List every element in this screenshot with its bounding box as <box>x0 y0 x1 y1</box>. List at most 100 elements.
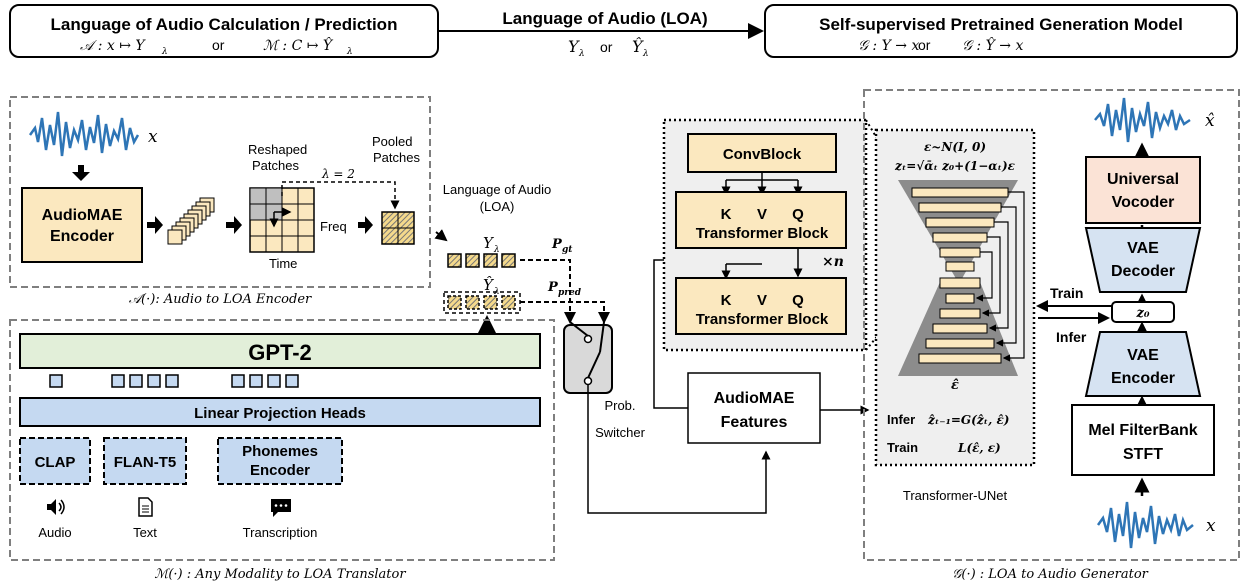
speaker-icon <box>47 499 65 515</box>
audiomae-features-box <box>687 372 821 444</box>
gpt2-box <box>19 333 541 369</box>
universal-vocoder-box <box>1085 156 1201 224</box>
right-arrow-icon <box>358 216 373 234</box>
stacked-patches-icon <box>167 197 215 245</box>
header-middle-formula-a-sub: λ <box>578 49 585 59</box>
pooling-dashed-arrow <box>281 181 400 210</box>
loa-yhat-tokens <box>443 291 521 314</box>
switcher-line1: Prob. <box>604 398 635 413</box>
vae-dec-line2: Decoder <box>1111 263 1175 280</box>
unet-train-eq: L(ε̂, ε) <box>957 441 1001 455</box>
header-left-formula-b: ℳ : C ↦ Ŷ <box>263 36 334 54</box>
generator-panel: x̂ Universal Vocoder VAE Decoder z₀ Trai… <box>863 89 1240 582</box>
header-right-formula-b: 𝒢 : Ŷ → x <box>962 36 1023 54</box>
clap-box <box>19 437 91 485</box>
unet-caption: Transformer-UNet <box>903 488 1008 503</box>
right-arrow-icon <box>226 216 242 234</box>
tb1-q: Q <box>792 206 804 223</box>
loa-y-tokens <box>447 253 516 268</box>
vocoder-line2: Vocoder <box>1112 194 1175 211</box>
unet-shape <box>898 180 1025 376</box>
reshaped-patches-grid <box>249 187 315 253</box>
unet-eps-hat: ε̂ <box>951 378 959 393</box>
times-n-label: ×n <box>822 254 844 270</box>
features-line2: Features <box>721 414 788 431</box>
audiomae-encoder-box <box>21 187 143 263</box>
gen-infer-label: Infer <box>1056 329 1087 345</box>
gpt2-label: GPT-2 <box>248 340 312 365</box>
speech-bubble-icon <box>271 499 291 517</box>
mel-line1: Mel FilterBank <box>1088 422 1197 439</box>
header-left-title: Language of Audio Calculation / Predicti… <box>51 15 398 34</box>
header-left-formula-b-sub: λ <box>346 47 353 57</box>
text-label: Text <box>133 525 157 540</box>
header-left-formula-a: 𝒜 : x ↦ Y <box>80 38 146 54</box>
tb1-label: Transformer Block <box>696 225 829 242</box>
header-middle: Language of Audio (LOA) Y λ or Ŷ λ <box>438 9 764 59</box>
loa-in-arrow <box>434 229 448 242</box>
linear-projection-label: Linear Projection Heads <box>194 405 366 422</box>
freq-label: Freq <box>320 219 347 234</box>
loa-y-label: Y <box>483 234 495 252</box>
loa-title-line1: Language of Audio <box>443 182 551 197</box>
reshaped-line2: Patches <box>252 158 299 173</box>
waveform-icon <box>28 111 140 157</box>
header-middle-formula-b: Ŷ <box>632 36 644 56</box>
tb2-v: V <box>757 292 767 309</box>
header-right-formula-a: 𝒢 : Y → x <box>858 38 919 54</box>
translator-panel: GPT-2 Linear Projection Heads CLAP FLAN-… <box>9 319 555 582</box>
transformer-block-1 <box>675 191 847 249</box>
loa-section: Language of Audio (LOA) Y λ Ŷ λ P gt P p… <box>434 182 610 333</box>
right-arrow-icon <box>147 216 163 234</box>
p-gt-label: P <box>551 237 563 252</box>
convblock-label: ConvBlock <box>723 146 802 163</box>
mel-line2: STFT <box>1123 446 1163 463</box>
transformer-block-2 <box>675 277 847 335</box>
encoder-panel: x AudioMAE Encoder Reshaped Patches <box>9 96 431 307</box>
generator-x-label: x <box>1206 516 1216 536</box>
transcription-label: Transcription <box>243 525 318 540</box>
p-gt-sub: gt <box>562 245 573 255</box>
transformer-unet-panel: ε~N(I, 0) zₜ=√ᾱₜ z₀+(1−αₜ)ε ε̂ Infer ẑₜ₋… <box>874 128 1036 503</box>
switcher-line2: Switcher <box>595 425 646 440</box>
waveform-icon <box>1094 97 1191 143</box>
pooled-patches-grid <box>381 211 415 245</box>
tb2-q: Q <box>792 292 804 309</box>
tb1-v: V <box>757 206 767 223</box>
flan-t5-label: FLAN-T5 <box>114 454 177 471</box>
tb2-k: K <box>721 292 732 309</box>
lambda-label: λ = 2 <box>321 167 355 181</box>
linear-projection-box <box>19 397 541 427</box>
audiomae-encoder-line2: Encoder <box>50 228 114 245</box>
vae-enc-line2: Encoder <box>1111 370 1175 387</box>
phonemes-line1: Phonemes <box>242 443 318 460</box>
prob-switcher: Prob. Switcher <box>563 321 646 440</box>
header-right-title: Self-supervised Pretrained Generation Mo… <box>819 15 1183 34</box>
document-icon <box>138 497 153 517</box>
convblock-box <box>687 133 837 173</box>
vae-decoder-shape <box>1084 227 1202 293</box>
encoder-x-label: x <box>148 127 158 147</box>
vae-enc-line1: VAE <box>1127 347 1159 364</box>
pooled-line2: Patches <box>373 150 420 165</box>
waveform-icon <box>1096 501 1194 549</box>
translator-caption: ℳ(·) : Any Modality to LOA Translator <box>154 567 406 582</box>
pooled-line1: Pooled <box>372 134 412 149</box>
unet-train-label: Train <box>887 440 918 455</box>
header-right-or: or <box>918 37 931 53</box>
z0-label: z₀ <box>1135 306 1149 321</box>
tb2-label: Transformer Block <box>696 311 829 328</box>
unet-infer-label: Infer <box>887 412 915 427</box>
transformer-detail-panel: ConvBlock K V Q Transformer Block ×n K V… <box>662 118 868 352</box>
header-right-box: Self-supervised Pretrained Generation Mo… <box>764 4 1238 58</box>
header-middle-formula-b-sub: λ <box>642 49 649 59</box>
loa-title-line2: (LOA) <box>480 199 515 214</box>
reshaped-line1: Reshaped <box>248 142 307 157</box>
header-left-or: or <box>212 37 225 53</box>
flan-t5-box <box>103 437 187 485</box>
time-label: Time <box>269 256 297 271</box>
p-pred-label: P <box>547 280 559 295</box>
loa-y-sub: λ <box>493 245 500 255</box>
vocoder-line1: Universal <box>1107 171 1179 188</box>
